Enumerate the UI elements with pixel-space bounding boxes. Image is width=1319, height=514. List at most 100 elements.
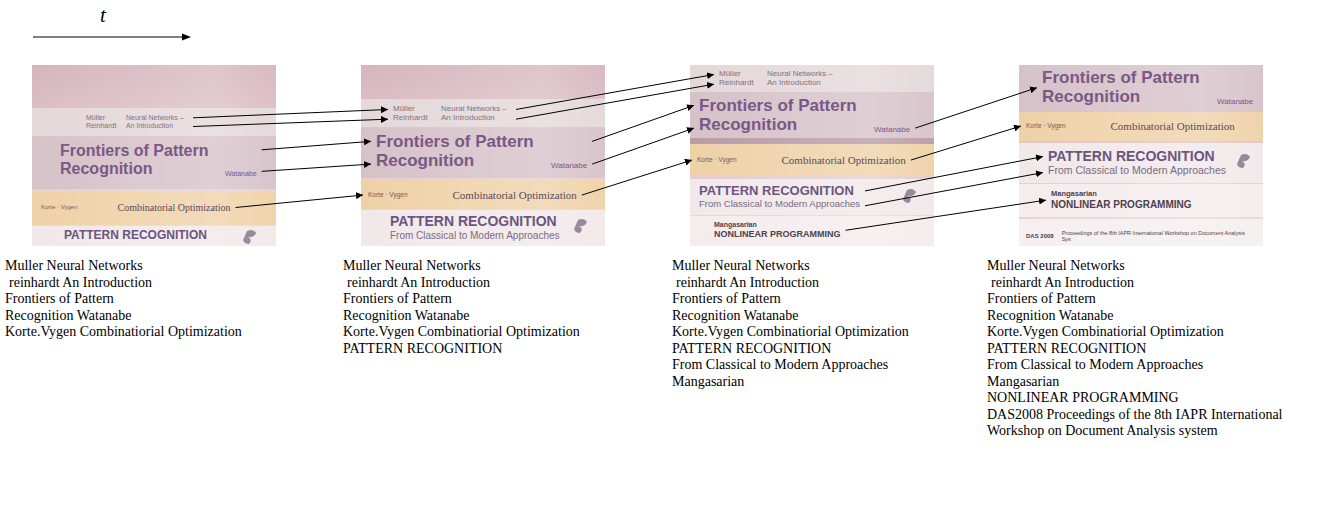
book-spine-label: DAS 2008 Proceedings of the 8th IAPR Inte… — [1022, 228, 1256, 244]
book-spine-label: PATTERN RECOGNITION — [60, 227, 211, 244]
photo-frame — [690, 65, 934, 246]
recognized-text-line: Recognition Watanabe — [5, 308, 132, 325]
spine-text: Watanabe — [874, 126, 910, 135]
tracking-arrow — [865, 173, 1043, 206]
recognized-text-line: Recognition Watanabe — [987, 308, 1312, 325]
time-arrowhead — [182, 34, 191, 41]
spine-text: Korte · Vygen — [41, 204, 77, 211]
photo-sheen — [690, 65, 934, 246]
spine-text: Frontiers of Pattern Recognition — [1042, 69, 1207, 106]
recognized-text-line: Recognition Watanabe — [343, 308, 470, 325]
spine-text: Müller Reinhardt — [393, 105, 433, 123]
photo-ground — [1019, 65, 1263, 246]
recognized-text-line: PATTERN RECOGNITION — [672, 341, 831, 358]
recognized-text-line: Recognition Watanabe — [672, 308, 799, 325]
spine-text: Combinatorial Optimization — [453, 189, 577, 201]
photo-sheen — [361, 65, 605, 246]
tracking-arrow — [193, 119, 388, 126]
recognized-text-line: NONLINEAR PROGRAMMING — [987, 390, 1312, 407]
book-spine-label: PATTERN RECOGNITIONFrom Classical to Mod… — [1044, 147, 1230, 179]
photo-ground — [32, 65, 276, 246]
spine-text: Müller Reinhardt — [719, 70, 759, 88]
book-spine-label: Korte · Vygen Combinatorial Optimization — [1022, 118, 1239, 134]
book-spine-label: Korte · Vygen Combinatorial Optimization — [364, 187, 581, 203]
spine-text: Combinatorial Optimization — [782, 154, 906, 166]
spine-text: Combinatorial Optimization — [117, 202, 230, 213]
tracking-arrow — [193, 109, 388, 117]
recognized-text-line: Muller Neural Networks — [672, 258, 810, 275]
photo-frame — [361, 65, 605, 246]
spine-text: Mangasarian — [1051, 190, 1097, 198]
photo-ground — [690, 65, 934, 246]
spine-text: Müller Reinhardt — [86, 114, 118, 129]
spine-text: PATTERN RECOGNITION — [64, 229, 207, 242]
tracking-arrow — [582, 160, 692, 195]
recognized-text-line: From Classical to Modern Approaches — [672, 357, 888, 374]
recognized-text-line: Frontiers of Pattern — [987, 291, 1312, 308]
spine-text: Neural Networks – An Introduction — [767, 70, 837, 88]
book-spine-label: Müller Reinhardt Neural Networks – An Int… — [715, 68, 841, 90]
photo-ground — [361, 65, 605, 246]
recognized-text-line: Muller Neural Networks — [987, 258, 1312, 275]
time-label: t — [100, 4, 106, 27]
spine-text: Proceedings of the 8th IAPR Internationa… — [1062, 230, 1252, 242]
recognized-text-line: Korte.Vygen Combinatiorial Optimization — [672, 324, 909, 341]
recognized-text-line: From Classical to Modern Approaches — [987, 357, 1312, 374]
book-spine-label: Frontiers of Pattern RecognitionWatanabe — [56, 140, 261, 179]
spine-text: From Classical to Modern Approaches — [1048, 165, 1226, 177]
photo-sheen — [1019, 65, 1263, 246]
book-spine-label: MangasarianNONLINEAR PROGRAMMING — [710, 219, 845, 242]
tracking-arrow — [262, 141, 371, 149]
recognized-text-line: Frontiers of Pattern — [343, 291, 452, 308]
recognized-text-line: reinhardt An Introduction — [9, 275, 152, 292]
recognized-text-line: PATTERN RECOGNITION — [987, 341, 1312, 358]
tracking-arrow — [592, 128, 694, 164]
spine-text: From Classical to Modern Approaches — [390, 230, 560, 241]
book-spine-label: PATTERN RECOGNITIONFrom Classical to Mod… — [695, 182, 864, 212]
recognized-text-line: reinhardt An Introduction — [991, 275, 1316, 292]
tracking-arrow — [846, 200, 1047, 230]
recognized-text-line: Mangasarian — [672, 374, 744, 391]
spine-text: Neural Networks – An Introduction — [441, 105, 511, 123]
recognized-text-line: Muller Neural Networks — [5, 258, 143, 275]
recognized-text-line: Korte.Vygen Combinatiorial Optimization — [987, 324, 1312, 341]
book-spine-label: Müller Reinhardt Neural Networks – An Int… — [82, 112, 192, 131]
recognized-text-line: Muller Neural Networks — [343, 258, 481, 275]
spine-text: NONLINEAR PROGRAMMING — [1051, 199, 1192, 210]
tracking-arrow — [915, 88, 1037, 128]
spine-text: Watanabe — [1217, 98, 1253, 107]
spine-text: From Classical to Modern Approaches — [699, 199, 860, 209]
recognized-text-line: Frontiers of Pattern — [5, 291, 114, 308]
book-spine-label: Korte · Vygen Combinatorial Optimization — [693, 152, 910, 168]
spine-text: Combinatorial Optimization — [1111, 120, 1235, 132]
spine-text: Frontiers of Pattern Recognition — [376, 133, 541, 170]
book-spine-label: Korte · Vygen Combinatorial Optimization — [37, 200, 235, 215]
spine-text: Frontiers of Pattern Recognition — [60, 142, 215, 177]
book-spine-label: Müller Reinhardt Neural Networks – An Int… — [389, 103, 515, 125]
spine-text: PATTERN RECOGNITION — [699, 184, 854, 198]
spine-text: Korte · Vygen — [697, 156, 737, 163]
spine-text: Frontiers of Pattern Recognition — [699, 97, 864, 134]
book-spine-label: Frontiers of Pattern RecognitionWatanabe — [695, 95, 914, 136]
spine-text: Neural Networks – An Introduction — [126, 114, 188, 129]
recognized-text-line: reinhardt An Introduction — [347, 275, 490, 292]
book-spine-label: Frontiers of Pattern RecognitionWatanabe — [1038, 67, 1257, 108]
recognized-text-line: reinhardt An Introduction — [676, 275, 819, 292]
recognized-text-line: Frontiers of Pattern — [672, 291, 781, 308]
tracking-arrow — [911, 126, 1021, 160]
tracking-arrow — [516, 84, 714, 119]
spine-text: Watanabe — [551, 162, 587, 171]
recognized-text-line: PATTERN RECOGNITION — [343, 341, 502, 358]
recognized-text-line: Mangasarian — [987, 374, 1312, 391]
recognized-text-line: Korte.Vygen Combinatiorial Optimization — [5, 324, 242, 341]
spine-text: DAS 2008 — [1026, 233, 1054, 240]
spine-text: Korte · Vygen — [1026, 122, 1066, 129]
recognized-text-line: Korte.Vygen Combinatiorial Optimization — [343, 324, 580, 341]
spine-text: Watanabe — [225, 170, 257, 178]
time-axis — [33, 36, 184, 37]
spine-text: Korte · Vygen — [368, 191, 408, 198]
tracking-arrow — [516, 74, 714, 109]
book-spine-label: MangasarianNONLINEAR PROGRAMMING — [1047, 188, 1196, 212]
tracking-arrow — [592, 105, 694, 141]
photo-frame — [32, 65, 276, 246]
